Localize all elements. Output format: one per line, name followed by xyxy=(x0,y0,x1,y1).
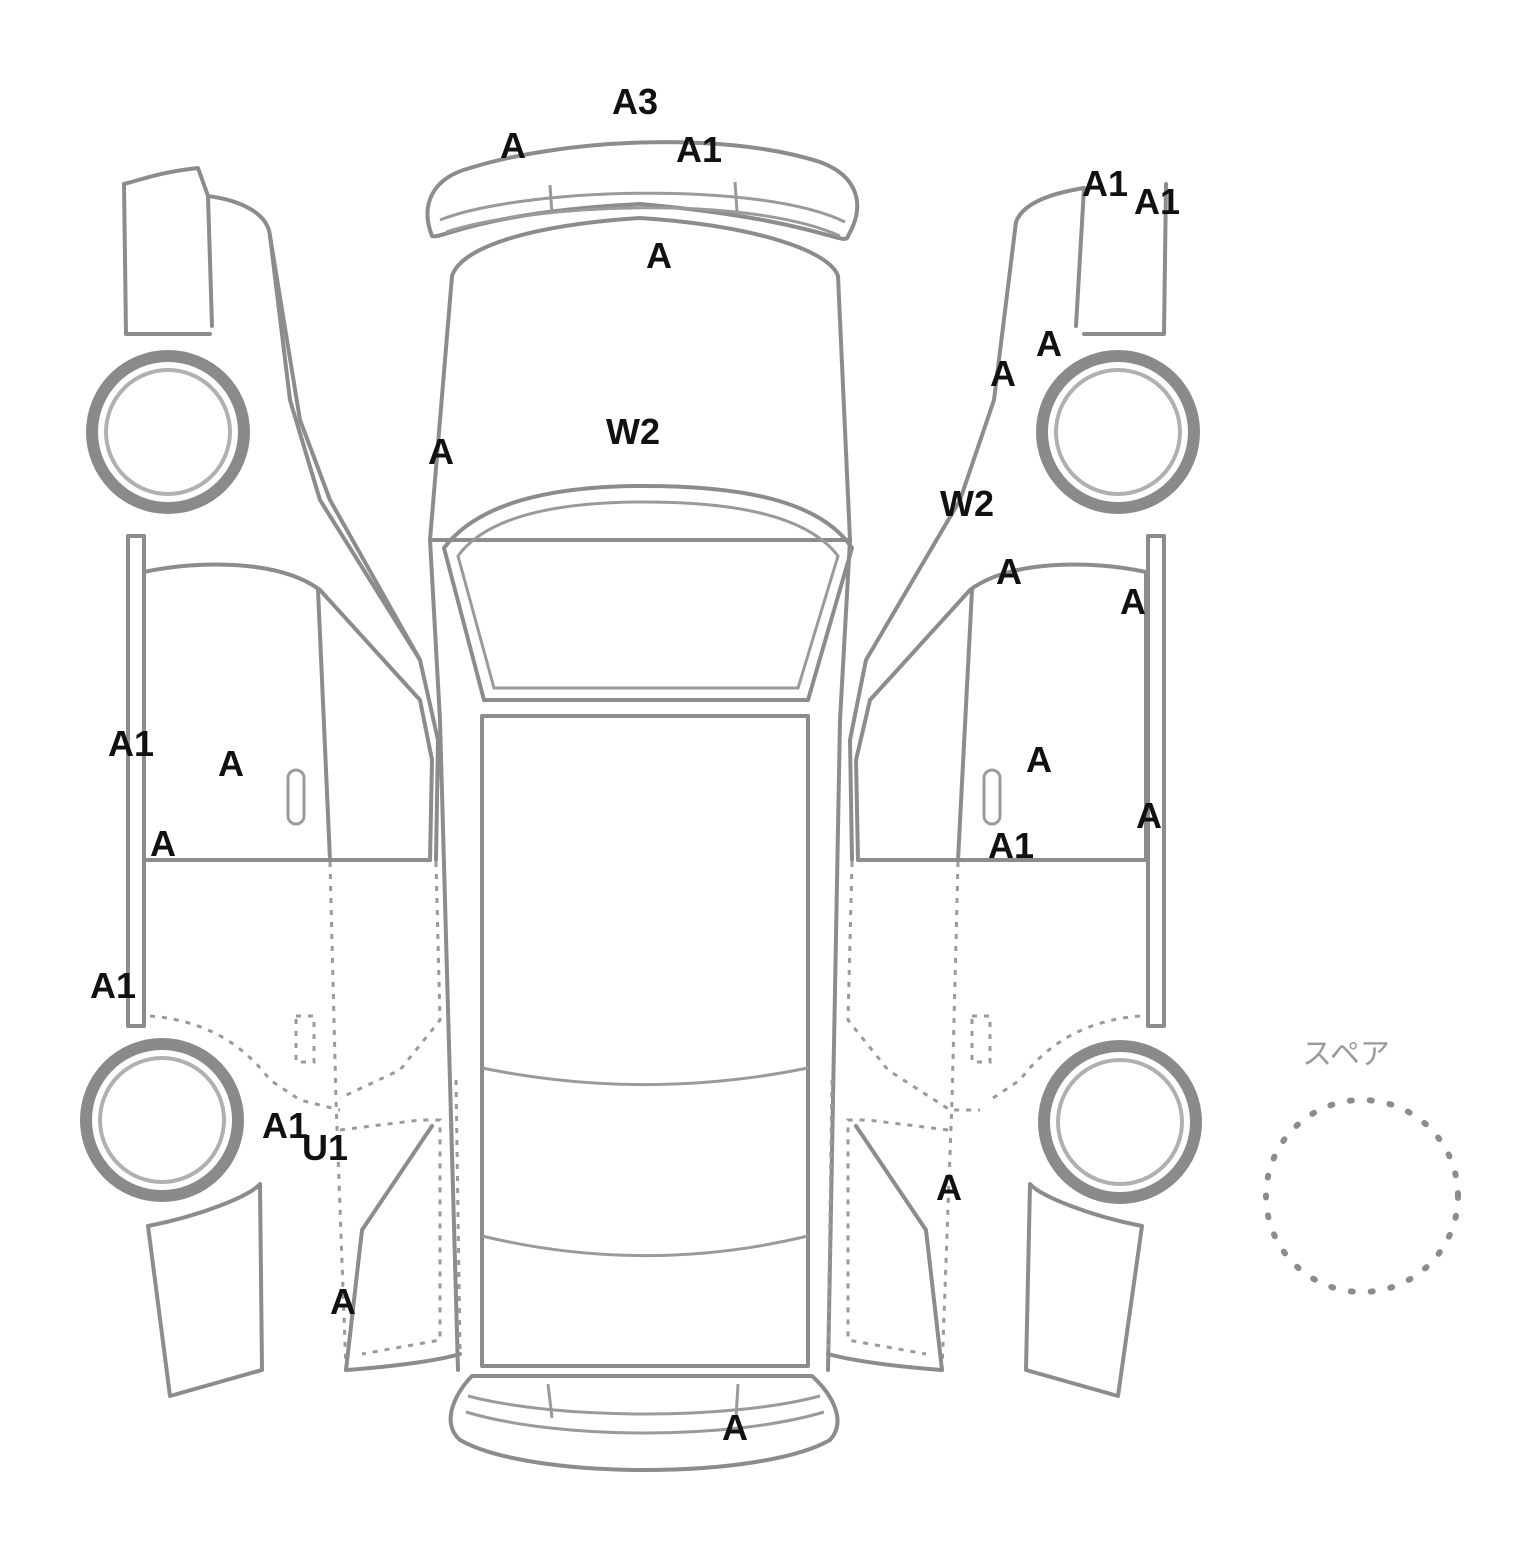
damage-mark[interactable]: A xyxy=(150,823,176,864)
damage-mark[interactable]: A xyxy=(500,125,526,166)
left-front-wheel xyxy=(86,350,250,514)
right-rear-quarter-outline xyxy=(1024,1182,1144,1398)
front-bumper-outline xyxy=(425,140,860,241)
damage-mark[interactable]: A xyxy=(996,551,1022,592)
damage-mark[interactable]: A xyxy=(722,1407,748,1448)
damage-mark[interactable]: A1 xyxy=(90,965,136,1006)
damage-mark[interactable]: A xyxy=(936,1167,962,1208)
right-front-wheel xyxy=(1036,350,1200,514)
left-rear-wheel xyxy=(80,1038,244,1202)
damage-mark[interactable]: A1 xyxy=(1082,163,1128,204)
roof-outline xyxy=(480,714,810,1368)
left-front-fender-outline xyxy=(122,166,440,862)
damage-mark[interactable]: A xyxy=(1026,739,1052,780)
damage-mark[interactable]: A1 xyxy=(108,723,154,764)
right-front-fender-outline xyxy=(1082,182,1168,336)
damage-mark[interactable]: A xyxy=(1136,795,1162,836)
damage-mark[interactable]: A xyxy=(330,1281,356,1322)
damage-mark[interactable]: A1 xyxy=(1134,181,1180,222)
damage-mark[interactable]: A xyxy=(646,235,672,276)
damage-mark[interactable]: U1 xyxy=(302,1127,348,1168)
damage-mark[interactable]: A1 xyxy=(988,825,1034,866)
spare-tyre: スペア xyxy=(1263,1037,1461,1295)
damage-mark[interactable]: A xyxy=(1036,323,1062,364)
left-rocker-outline xyxy=(126,534,146,1028)
right-door-outline xyxy=(854,562,1148,862)
damage-mark[interactable]: A xyxy=(218,743,244,784)
damage-mark[interactable]: A xyxy=(428,431,454,472)
spare-tyre-circle xyxy=(1263,1097,1461,1295)
spare-label: スペア xyxy=(1302,1037,1390,1072)
rear-bumper-outline xyxy=(448,1374,840,1472)
right-door-handle xyxy=(982,768,1002,826)
right-rocker-outline xyxy=(1146,534,1166,1028)
damage-marks: A3 A A1 A A W2 A1 A1 A A W2 A A A A A1 A… xyxy=(90,81,1180,1448)
damage-mark[interactable]: A3 xyxy=(612,81,658,122)
damage-mark[interactable]: A xyxy=(990,353,1016,394)
left-rear-quarter-outline xyxy=(146,1182,264,1398)
hood-outline xyxy=(428,216,852,542)
damage-mark[interactable]: A xyxy=(1120,581,1146,622)
left-door-handle xyxy=(286,768,306,826)
damage-mark[interactable]: A1 xyxy=(262,1105,308,1146)
car-left-side-view xyxy=(80,166,462,1398)
damage-mark[interactable]: W2 xyxy=(606,411,660,452)
damage-mark[interactable]: W2 xyxy=(940,483,994,524)
damage-mark[interactable]: A1 xyxy=(676,129,722,170)
car-top-view xyxy=(425,140,860,1472)
left-door-outline xyxy=(142,562,434,862)
windshield-outline xyxy=(442,484,854,702)
car-right-side-view xyxy=(826,182,1202,1398)
right-rear-wheel xyxy=(1038,1040,1202,1204)
